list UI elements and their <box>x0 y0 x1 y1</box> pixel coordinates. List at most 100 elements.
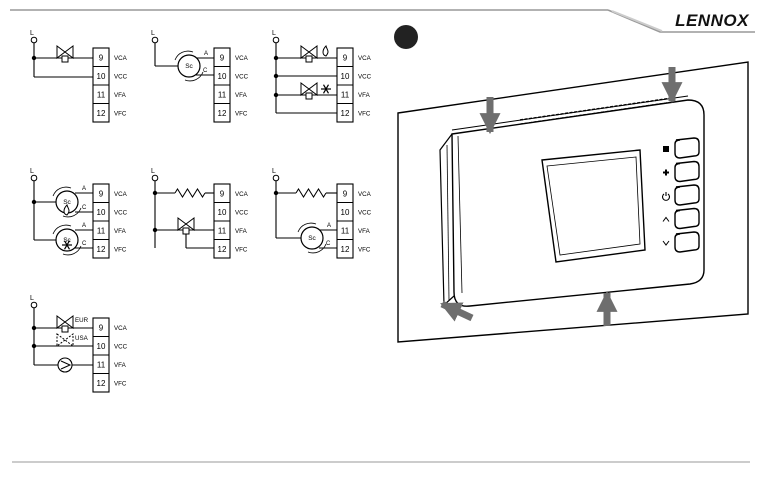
vent-slot <box>547 120 550 121</box>
vent-slot <box>552 115 555 116</box>
vent-slot <box>579 111 582 112</box>
vent-slot <box>592 113 595 114</box>
junction-dot <box>153 191 157 195</box>
thermostat-button <box>675 162 699 182</box>
terminal-number: 9 <box>220 190 225 199</box>
terminal-number: 11 <box>218 227 227 236</box>
vent-slot <box>547 116 550 117</box>
line-terminal <box>152 37 158 43</box>
brand-logo: LENNOX <box>675 11 750 30</box>
valve-actuator <box>62 56 68 62</box>
wire-label: A <box>204 51 208 57</box>
terminal-label: VCC <box>114 210 128 217</box>
line-terminal <box>273 37 279 43</box>
terminal-label: VCA <box>235 191 249 198</box>
usa-label: USA <box>75 335 89 342</box>
snowflake-icon <box>321 85 331 94</box>
line-terminal <box>31 37 37 43</box>
terminal-label: VFC <box>114 381 127 388</box>
terminal-number: 9 <box>343 190 348 199</box>
terminal-number: 11 <box>97 361 106 370</box>
vent-slot <box>579 115 582 116</box>
vent-slot <box>597 112 600 113</box>
vent-slot <box>624 109 627 110</box>
vent-slot <box>538 121 541 122</box>
line-terminal <box>273 175 279 181</box>
valve-actuator <box>306 56 312 62</box>
junction-dot <box>32 56 36 60</box>
vent-slot <box>534 118 537 119</box>
vent-slot <box>615 110 618 111</box>
vent-slot <box>651 105 654 106</box>
wiring-diagram-two-servomotors: LScScACAC9VCA10VCC11VFA12VFC <box>30 168 128 258</box>
terminal-label: VFC <box>235 247 248 254</box>
line-label: L <box>151 168 155 175</box>
vent-slot <box>525 123 528 124</box>
thermostat-button <box>675 185 699 205</box>
terminal-label: VCC <box>114 344 128 351</box>
terminal-number: 10 <box>97 72 106 81</box>
resistor-icon <box>175 189 205 197</box>
terminal-number: 11 <box>218 91 227 100</box>
header: LENNOX <box>10 10 755 32</box>
wiring-diagram-eur-usa-pump: LEURUSA9VCA10VCC11VFA12VFC <box>30 295 128 392</box>
vent-slot <box>655 104 658 105</box>
terminal-label: VFA <box>358 228 371 235</box>
junction-dot <box>274 93 278 97</box>
vent-slot <box>556 114 559 115</box>
junction-dot <box>274 191 278 195</box>
wire-label: A <box>327 223 331 229</box>
terminal-number: 9 <box>220 54 225 63</box>
terminal-label: VCA <box>358 55 372 62</box>
terminal-label: VCC <box>114 74 128 81</box>
flame-icon <box>323 46 328 56</box>
junction-dot <box>274 74 278 78</box>
vent-slot <box>520 120 523 121</box>
vent-slot <box>583 110 586 111</box>
line-label: L <box>30 168 34 175</box>
wiring-diagram-resistor-servomotor: LScAC9VCA10VCC11VFA12VFC <box>272 168 372 258</box>
terminal-number: 11 <box>97 227 106 236</box>
step-bullet <box>394 25 418 49</box>
terminal-label: VFC <box>114 111 127 118</box>
terminal-label: VCA <box>114 55 128 62</box>
line-label: L <box>151 30 155 37</box>
terminal-label: VCC <box>235 210 249 217</box>
terminal-label: VFC <box>235 111 248 118</box>
terminal-label: VFC <box>358 247 371 254</box>
vent-slot <box>628 108 631 109</box>
fan-shape <box>663 146 669 152</box>
terminal-number: 10 <box>97 342 106 351</box>
terminal-label: VFA <box>235 92 248 99</box>
junction-dot <box>32 344 36 348</box>
valve-actuator <box>183 228 189 234</box>
terminal-number: 11 <box>97 91 106 100</box>
line-label: L <box>30 295 34 302</box>
terminal-number: 9 <box>99 54 104 63</box>
thermostat-button <box>675 232 699 252</box>
vent-slot <box>606 107 609 108</box>
junction-dot <box>32 326 36 330</box>
thermostat-installation-illustration <box>394 25 748 342</box>
thermostat-button <box>675 209 699 229</box>
line-terminal <box>152 175 158 181</box>
wiring-diagram-heat-cool-valves: L9VCA10VCC11VFA12VFC <box>272 30 372 122</box>
vent-slot <box>565 113 568 114</box>
vent-slot <box>669 102 672 103</box>
terminal-label: VCA <box>114 325 128 332</box>
vent-slot <box>624 105 627 106</box>
vent-slot <box>660 103 663 104</box>
vent-slot <box>543 116 546 117</box>
terminal-label: VFA <box>114 92 127 99</box>
terminal-number: 10 <box>341 208 350 217</box>
vent-slot <box>570 116 573 117</box>
vent-slot <box>574 112 577 113</box>
vent-slot <box>565 117 568 118</box>
vent-slot <box>588 114 591 115</box>
vent-slot <box>543 120 546 121</box>
terminal-label: VCA <box>235 55 249 62</box>
terminal-label: VCC <box>358 74 372 81</box>
vent-slot <box>570 112 573 113</box>
